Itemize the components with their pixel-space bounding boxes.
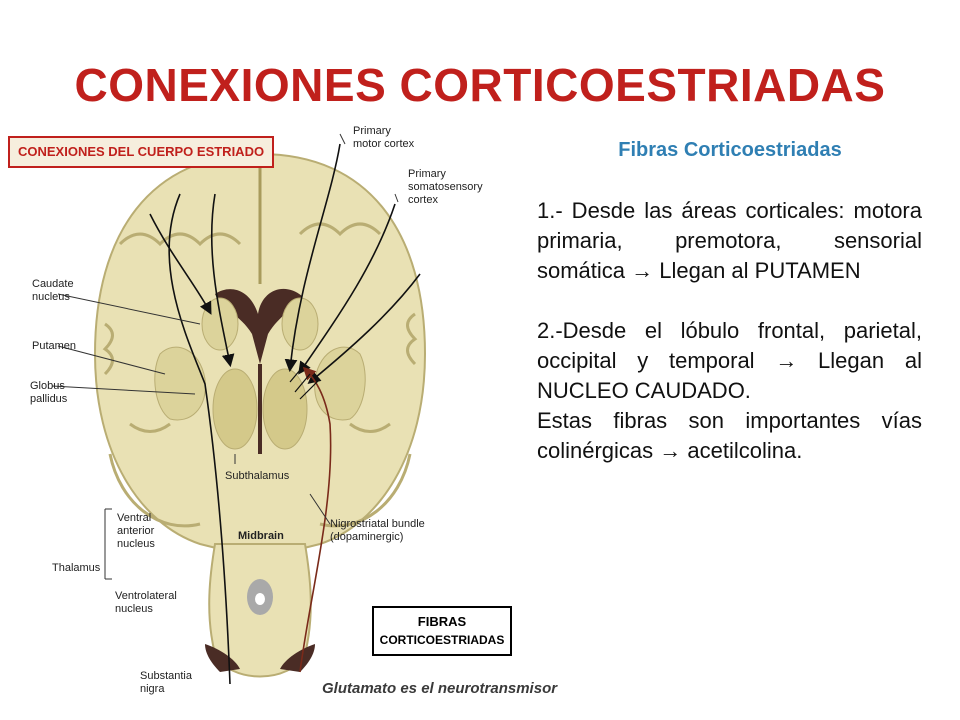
nigrostriatal-bundle bbox=[299, 366, 332, 673]
label-nigrostriatal-1: Nigrostriatal bundle bbox=[330, 518, 425, 530]
fiber-long-left bbox=[168, 193, 231, 685]
putamen-left bbox=[154, 346, 206, 421]
glutamato-caption: Glutamato es el neurotransmisor bbox=[322, 680, 558, 697]
label-ventrolateral-1: Ventrolateral bbox=[115, 590, 177, 602]
label-primary-somatosensory-2: somatosensory bbox=[408, 181, 483, 193]
thalamus-right bbox=[262, 368, 308, 450]
fiber-caudate bbox=[149, 213, 212, 315]
label-primary-somatosensory-1: Primary bbox=[408, 168, 446, 180]
caudate-right bbox=[281, 297, 319, 351]
description-text: 1.- Desde las áreas corticales: motora p… bbox=[537, 196, 922, 466]
section-subtitle: Fibras Corticoestriadas bbox=[618, 139, 842, 161]
label-substantia-2: nigra bbox=[140, 683, 165, 695]
label-ventral-anterior-1: Ventral bbox=[117, 512, 152, 524]
label-thalamus: Thalamus bbox=[52, 562, 101, 574]
label-primary-motor-1: Primary bbox=[353, 125, 391, 137]
page-title: CONEXIONES CORTICOESTRIADAS bbox=[74, 59, 886, 111]
panel-header: CONEXIONES DEL CUERPO ESTRIADO bbox=[8, 136, 274, 168]
label-ventral-anterior-3: nucleus bbox=[117, 538, 155, 550]
label-ventral-anterior-2: anterior bbox=[117, 525, 155, 537]
label-nigrostriatal-2: (dopaminergic) bbox=[330, 531, 404, 543]
paragraph-1: 1.- Desde las áreas corticales: motora p… bbox=[537, 198, 922, 283]
label-subthalamus: Subthalamus bbox=[225, 470, 290, 482]
lateral-ventricles bbox=[215, 288, 302, 364]
label-substantia-1: Substantia bbox=[140, 670, 192, 682]
label-midbrain: Midbrain bbox=[238, 530, 284, 542]
brain-diagram bbox=[51, 133, 427, 685]
label-globus-1: Globus bbox=[30, 380, 65, 392]
label-caudate-2: nucleus bbox=[32, 291, 70, 303]
paragraph-2: 2.-Desde el lóbulo frontal, parietal, oc… bbox=[537, 318, 922, 403]
label-primary-motor-2: motor cortex bbox=[353, 138, 415, 150]
label-caudate-1: Caudate bbox=[32, 278, 74, 290]
fibras-corticoestriadas-box: FIBRAS CORTICOESTRIADAS bbox=[372, 606, 512, 656]
fiber-somatosensory bbox=[298, 203, 396, 375]
substantia-nigra-right bbox=[280, 644, 315, 672]
label-globus-2: pallidus bbox=[30, 393, 68, 405]
substantia-nigra-left bbox=[205, 644, 240, 672]
label-primary-somatosensory-3: cortex bbox=[408, 194, 438, 206]
label-ventrolateral-2: nucleus bbox=[115, 603, 153, 615]
fibras-box-line2: CORTICOESTRIADAS bbox=[379, 633, 505, 647]
thalamus-left bbox=[212, 368, 258, 450]
fiber-motor bbox=[284, 143, 341, 373]
putamen-right bbox=[314, 346, 366, 421]
fiber-lateral bbox=[307, 273, 421, 385]
label-putamen: Putamen bbox=[32, 340, 77, 352]
paragraph-3: Estas fibras son importantes vías coliné… bbox=[537, 408, 922, 463]
fibras-box-line1: FIBRAS bbox=[417, 614, 467, 629]
